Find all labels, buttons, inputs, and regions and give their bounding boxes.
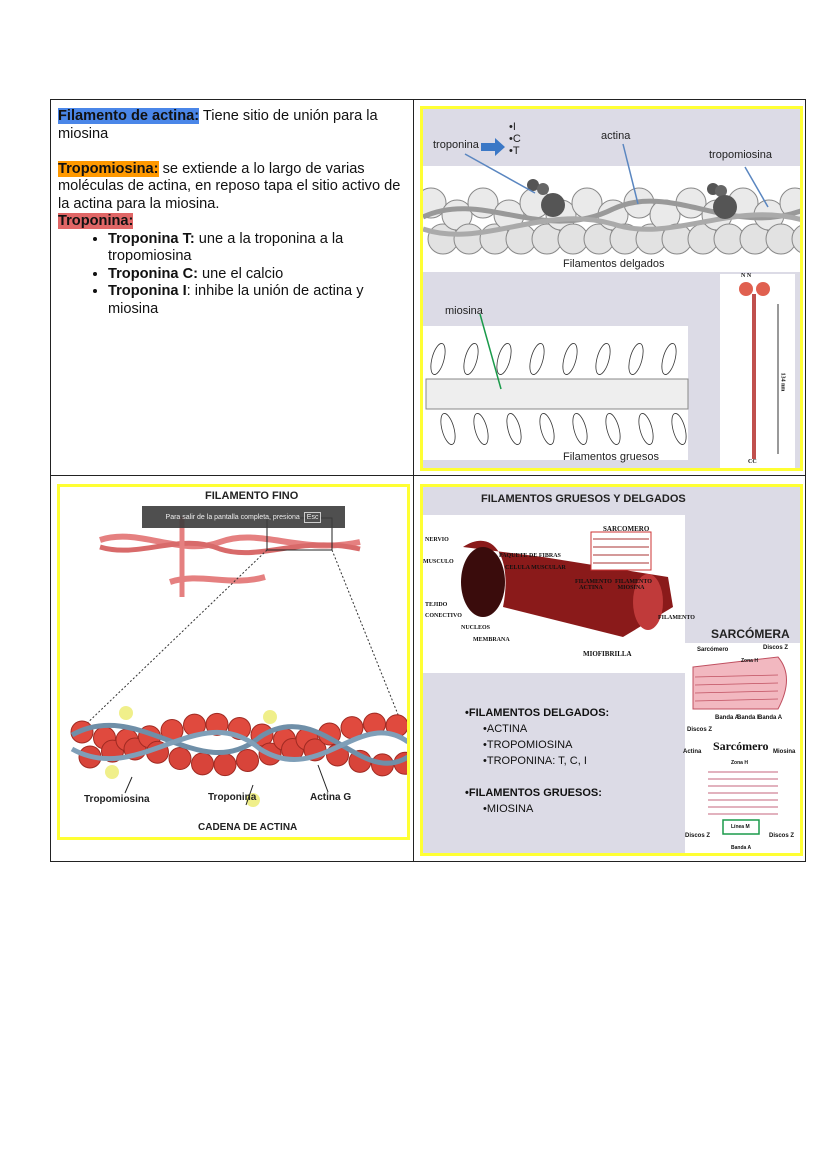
- fullscreen-exit-notice: Para salir de la pantalla completa, pres…: [142, 506, 345, 528]
- myosin-head: [506, 413, 522, 445]
- thick-heading: •FILAMENTOS GRUESOS:: [465, 787, 602, 799]
- myosin-head: [562, 343, 578, 375]
- label-nervio: NERVIO: [425, 537, 449, 543]
- banda-a-label: Banda A: [715, 715, 740, 721]
- myosin-length-label: 134 nm: [779, 372, 786, 392]
- filamento-fino-title: FILAMENTO FINO: [205, 490, 299, 502]
- linea-m-label: Línea M: [731, 824, 750, 830]
- banda-i-label: Banda I: [737, 715, 759, 721]
- label-tejido: TEJIDO: [425, 602, 448, 608]
- banda-a-label: Banda A: [731, 845, 752, 851]
- list-item: Troponina I: inhibe la unión de actina y…: [108, 283, 406, 318]
- actin-term: Filamento de actina:: [58, 108, 200, 124]
- zona-h-label: Zona H: [741, 658, 758, 664]
- thin-filaments-caption: Filamentos delgados: [563, 258, 665, 270]
- actin-desc: Tiene sitio de unión para la miosina: [58, 108, 378, 142]
- filaments-diagram-image: troponina •I•C•T actina tropomiosina Fil…: [420, 106, 803, 471]
- label-conectivo: CONECTIVO: [425, 613, 462, 619]
- actin-g-bead: [213, 753, 237, 777]
- list-item: •TROPOMIOSINA: [483, 739, 573, 751]
- troponin-subunits: •I•C•T: [509, 121, 521, 157]
- label-filamento-miosina: FILAMENTO MIOSINA: [615, 579, 652, 591]
- troponina-label: troponina: [433, 139, 479, 151]
- fullscreen-notice-text: Para salir de la pantalla completa, pres…: [165, 513, 300, 521]
- label-nucleos: NUCLEOS: [461, 625, 491, 631]
- content-table: [50, 99, 806, 862]
- definitions-text: Filamento de actina: Tiene sitio de unió…: [58, 108, 406, 318]
- label-miofibrilla: MIOFIBRILLA: [583, 650, 632, 658]
- zona-h-label: Zona H: [731, 760, 748, 766]
- actin-chain-illustration: [70, 517, 407, 807]
- actin-bead: [791, 225, 800, 253]
- sarcomero-label: Sarcómero: [697, 647, 729, 653]
- actin-g-bead: [205, 712, 229, 736]
- myosin-head: [473, 413, 489, 445]
- myosin-head: [430, 343, 446, 375]
- banda-a-label: Banda A: [758, 715, 783, 721]
- actin-g-bead: [191, 752, 214, 776]
- thin-heading: •FILAMENTOS DELGADOS:: [465, 707, 610, 719]
- myosin-head: [572, 413, 588, 445]
- thick-thin-filaments-image: FILAMENTOS GRUESOS Y DELGADOS NERVIO MUS…: [420, 484, 803, 856]
- list-item: •TROPONINA: T, C, I: [483, 755, 587, 767]
- label-musculo: MUSCULO: [423, 559, 454, 565]
- label-membrana: MEMBRANA: [473, 637, 510, 643]
- label-paquete: PAQUETE DE FIBRAS: [499, 553, 561, 559]
- troponina-label: Troponina: [208, 792, 257, 803]
- list-item: •MIOSINA: [483, 803, 534, 815]
- sarcomero2-title: Sarcómero: [713, 739, 769, 753]
- tropomyosin-definition: Tropomiosina: se extiende a lo largo de …: [58, 160, 406, 214]
- sarcomera-title: SARCÓMERA: [711, 627, 790, 641]
- myosin-head: [661, 343, 677, 375]
- actina-label: Actina: [683, 749, 702, 755]
- label-filamento-actina: FILAMENTO ACTINA: [575, 579, 612, 591]
- diagram-title: FILAMENTOS GRUESOS Y DELGADOS: [481, 493, 686, 505]
- myosin-head: [628, 343, 644, 375]
- tropomiosina-label: Tropomiosina: [84, 794, 150, 805]
- list-item: •ACTINA: [483, 723, 528, 735]
- actin-g-bead: [168, 747, 192, 771]
- discos-z-label: Discos Z: [769, 833, 795, 839]
- myosin-head: [496, 343, 512, 375]
- label-sarcomero: SARCOMERO: [603, 525, 650, 533]
- filaments-list: •FILAMENTOS DELGADOS: •ACTINA •TROPOMIOS…: [465, 705, 609, 817]
- label-filamento: FILAMENTO: [658, 615, 695, 621]
- cadena-actina-caption: CADENA DE ACTINA: [198, 822, 298, 833]
- myosin-n-label: N N: [741, 273, 752, 279]
- discos-z-label: Discos Z: [687, 727, 713, 733]
- actina-g-label: Actina G: [310, 792, 352, 803]
- tropomyosin-term: Tropomiosina:: [58, 160, 159, 177]
- myosin-head: [463, 343, 479, 375]
- miosina-label: miosina: [445, 305, 483, 317]
- myosin-head: [529, 343, 545, 375]
- actin-chain-image: FILAMENTO FINO Para salir de la pantalla…: [57, 484, 410, 840]
- troponin-list: Troponina T: une a la troponina a la tro…: [58, 231, 406, 319]
- filaments-illustration: [423, 138, 800, 468]
- thick-filaments-caption: Filamentos gruesos: [563, 451, 659, 463]
- myosin-head: [671, 413, 687, 445]
- tropomiosina-label: tropomiosina: [709, 149, 772, 161]
- table-divider-vertical: [413, 99, 414, 862]
- discos-z-label: Discos Z: [763, 645, 789, 651]
- myosin-head: [440, 413, 456, 445]
- troponin-term: Troponina:: [58, 213, 134, 229]
- myosin-head: [638, 413, 654, 445]
- actin-definition: Filamento de actina: Tiene sitio de unió…: [58, 108, 406, 143]
- myosin-head: [605, 413, 621, 445]
- discos-z-label: Discos Z: [685, 833, 711, 839]
- tropomyosin-desc: se extiende a lo largo de varias molécul…: [58, 160, 401, 212]
- esc-key-hint[interactable]: Esc: [303, 511, 322, 523]
- miosina-label: Miosina: [773, 749, 796, 755]
- list-item: Troponina T: une a la troponina a la tro…: [108, 231, 406, 266]
- myosin-cc-label: CC: [748, 459, 757, 465]
- label-celula: CELULA MUSCULAR: [505, 565, 566, 571]
- muscle-structure-illustration: [423, 515, 800, 853]
- list-item: Troponina C: une el calcio: [108, 266, 406, 284]
- myosin-head: [539, 413, 555, 445]
- myosin-head: [595, 343, 611, 375]
- actina-label: actina: [601, 130, 631, 142]
- table-divider-horizontal: [50, 475, 806, 476]
- actin-g-bead: [236, 748, 259, 772]
